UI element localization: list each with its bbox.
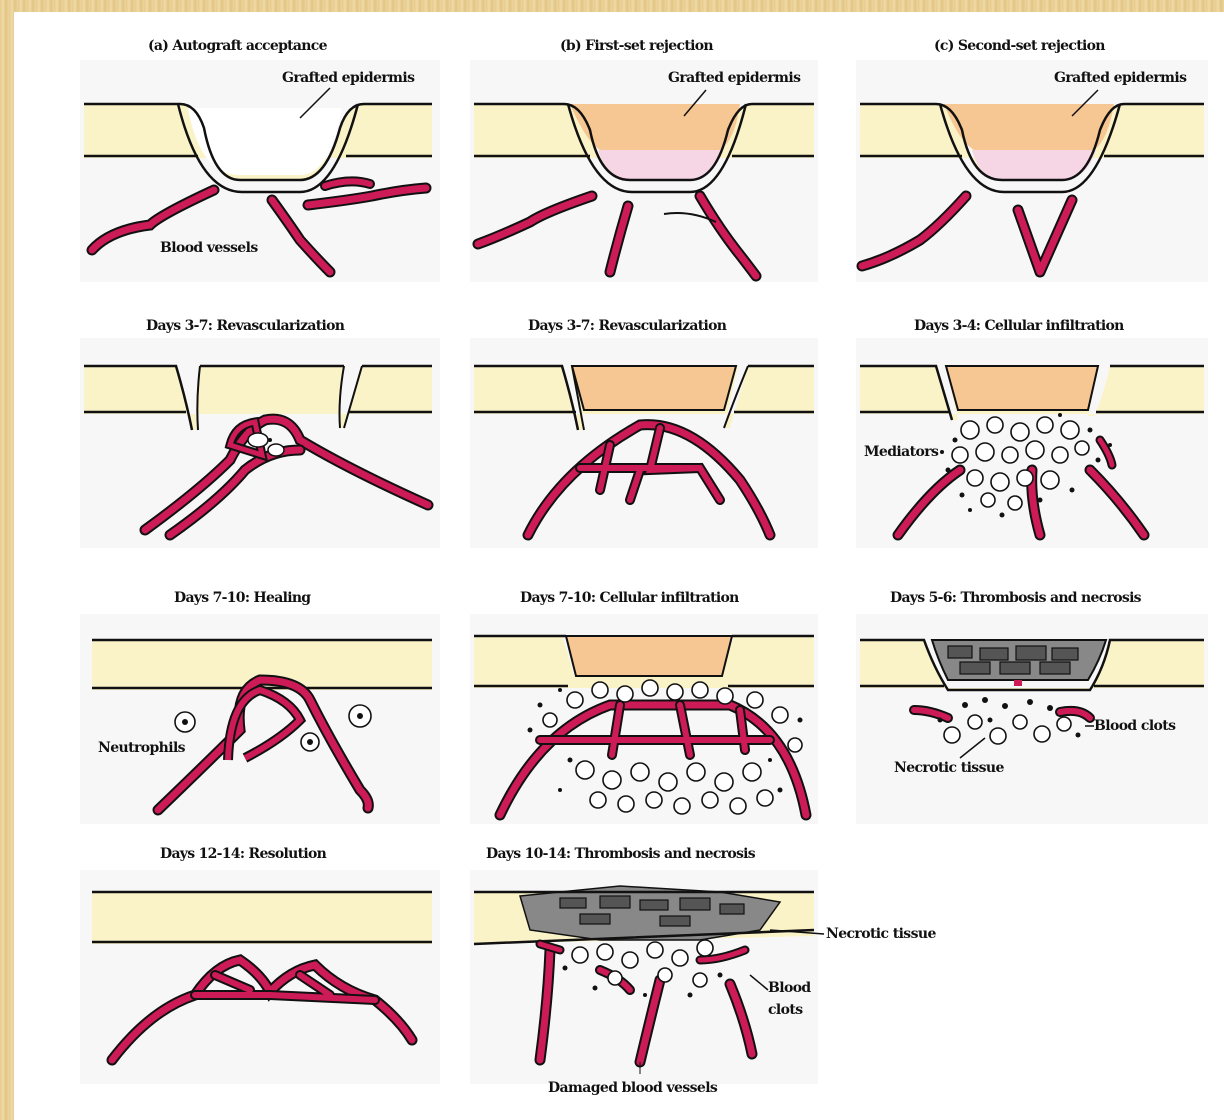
title-c2: Days 3-4: Cellular infiltration <box>914 318 1124 334</box>
figure-panel: (a) Autograft acceptance Grafted epiderm… <box>14 12 1224 1120</box>
panel-b2 <box>470 338 818 548</box>
label-blood-clots-b-1: Blood <box>768 980 811 996</box>
title-b2: Days 3-7: Revascularization <box>528 318 727 334</box>
title-b: (b) First-set rejection <box>560 38 713 54</box>
panel-a1 <box>80 60 440 282</box>
label-blood-clots-c: Blood clots <box>1094 718 1176 734</box>
title-b4: Days 10-14: Thrombosis and necrosis <box>486 846 756 862</box>
title-a3: Days 7-10: Healing <box>174 590 311 606</box>
label-grafted-epidermis-c: Grafted epidermis <box>1054 70 1187 86</box>
label-necrotic-tissue-b: Necrotic tissue <box>826 926 936 942</box>
title-b3: Days 7-10: Cellular infiltration <box>520 590 739 606</box>
label-blood-clots-b-2: clots <box>768 1002 803 1018</box>
panel-b4 <box>470 870 824 1084</box>
panel-a4 <box>80 870 440 1084</box>
label-blood-vessels: Blood vessels <box>160 240 258 256</box>
title-a: (a) Autograft acceptance <box>148 38 328 54</box>
graft-rejection-diagram: (a) Autograft acceptance Grafted epiderm… <box>14 12 1224 1120</box>
panel-b1 <box>470 60 818 282</box>
label-damaged-vessels: Damaged blood vessels <box>548 1080 718 1096</box>
label-grafted-epidermis-b: Grafted epidermis <box>668 70 801 86</box>
label-mediators: Mediators <box>864 444 939 460</box>
title-c: (c) Second-set rejection <box>934 38 1105 54</box>
label-neutrophils: Neutrophils <box>98 740 186 756</box>
panel-b3 <box>470 614 818 824</box>
label-grafted-epidermis-a: Grafted epidermis <box>282 70 415 86</box>
title-a2: Days 3-7: Revascularization <box>146 318 345 334</box>
panel-c2 <box>856 338 1208 548</box>
title-c3: Days 5-6: Thrombosis and necrosis <box>890 590 1142 606</box>
label-necrotic-tissue-c: Necrotic tissue <box>894 760 1004 776</box>
panel-c1 <box>856 60 1208 282</box>
panel-a2 <box>80 338 440 548</box>
panel-a3 <box>80 614 440 824</box>
title-a4: Days 12-14: Resolution <box>160 846 327 862</box>
